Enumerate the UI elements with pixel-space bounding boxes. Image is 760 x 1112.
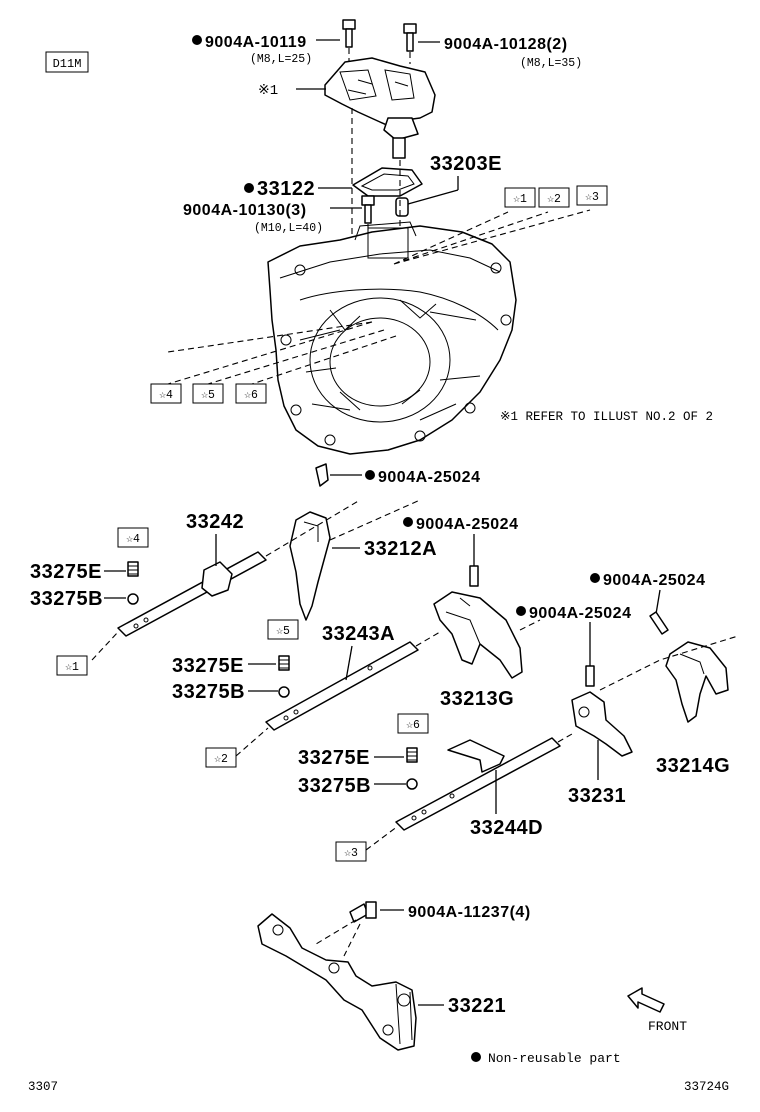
- star-label: ☆5: [201, 389, 215, 402]
- star-label: ☆1: [65, 661, 79, 674]
- star-label: ☆3: [344, 847, 358, 860]
- head-33231-icon: [571, 691, 633, 757]
- part-label-25024-c: 9004A-25024: [603, 572, 705, 589]
- part-label-25024-d: 9004A-25024: [529, 605, 631, 622]
- non-reusable-dot-icon: [471, 1052, 481, 1062]
- star-box-5-shaft: ☆5: [267, 619, 299, 640]
- pin-25024-d-icon: [585, 665, 595, 687]
- star-box-4-shaft: ☆4: [117, 527, 149, 548]
- non-reusable-dot-icon: [192, 35, 202, 45]
- spring-33275e-3-icon: [406, 747, 418, 763]
- fork-33214g-icon: [665, 641, 729, 723]
- part-label-25024-b: 9004A-25024: [416, 516, 518, 533]
- shift-cover-housing: [324, 57, 436, 159]
- part-label-33244d: 33244D: [470, 817, 543, 839]
- non-reusable-dot-icon: [516, 606, 526, 616]
- page-number-right: 33724G: [684, 1080, 729, 1094]
- part-label-33213g: 33213G: [440, 688, 514, 710]
- part-label-33122: 33122: [257, 178, 315, 200]
- star-box-6-shaft: ☆6: [397, 713, 429, 734]
- part-label-33275e-1: 33275E: [30, 561, 102, 583]
- star-label: ☆2: [214, 753, 228, 766]
- star-label: ☆4: [126, 533, 140, 546]
- pin-25024-a-icon: [315, 463, 329, 487]
- ball-33275b-3-icon: [406, 778, 418, 790]
- star-box-3-shaft: ☆3: [335, 841, 367, 862]
- star-box-4-case: ☆4: [150, 383, 182, 404]
- fork-33212a-icon: [289, 511, 331, 621]
- part-label-33203e: 33203E: [430, 153, 502, 175]
- spring-33275e-1-icon: [127, 561, 139, 577]
- front-label: FRONT: [648, 1019, 687, 1034]
- shaft-33243a-icon: [265, 641, 419, 731]
- part-label-33275e-2: 33275E: [172, 655, 244, 677]
- part-label-10128: 9004A-10128(2): [444, 36, 568, 53]
- part-spec-10130: (M10,L=40): [254, 222, 323, 235]
- star-label: ☆4: [159, 389, 173, 402]
- spring-33275e-2-icon: [278, 655, 290, 671]
- bolt-10128-icon: [403, 23, 417, 52]
- non-reusable-dot-icon: [403, 517, 413, 527]
- star-label: ☆3: [585, 191, 599, 204]
- diagram-code-box: D11M: [45, 51, 89, 73]
- star-box-1-top: ☆1: [504, 187, 536, 208]
- bolt-10130-icon: [361, 195, 375, 224]
- refer-note: ※1 REFER TO ILLUST NO.2 OF 2: [500, 410, 713, 424]
- part-label-10130: 9004A-10130(3): [183, 202, 307, 219]
- part-label-25024-a: 9004A-25024: [378, 469, 480, 486]
- part-label-11237: 9004A-11237(4): [408, 904, 531, 921]
- star-label: ☆1: [513, 193, 527, 206]
- non-reusable-dot-icon: [590, 573, 600, 583]
- front-arrow-icon: [627, 987, 665, 1013]
- non-reusable-dot-icon: [244, 183, 254, 193]
- star-label: ☆5: [276, 625, 290, 638]
- star-label: ☆2: [547, 193, 561, 206]
- pin-25024-c-icon: [649, 611, 669, 635]
- part-label-33275b-3: 33275B: [298, 775, 371, 797]
- star-label: ☆6: [406, 719, 420, 732]
- star-box-2-top: ☆2: [538, 187, 570, 208]
- part-spec-10119: (M8,L=25): [250, 53, 312, 66]
- star-box-6-case: ☆6: [235, 383, 267, 404]
- part-label-33243a: 33243A: [322, 623, 395, 645]
- part-label-33242: 33242: [186, 511, 244, 533]
- part-label-33275e-3: 33275E: [298, 747, 370, 769]
- gasket-33122-icon: [352, 167, 423, 197]
- star-box-5-case: ☆5: [192, 383, 224, 404]
- bolt-10119-icon: [342, 19, 356, 48]
- pin-33203e-icon: [395, 197, 409, 217]
- ref-mark: ※1: [258, 83, 278, 99]
- shaft-33244d-icon: [395, 737, 561, 831]
- part-label-33275b-2: 33275B: [172, 681, 245, 703]
- part-label-10119: 9004A-10119: [205, 34, 307, 51]
- part-label-33275b-1: 33275B: [30, 588, 103, 610]
- page-number-left: 3307: [28, 1080, 58, 1094]
- part-spec-10128: (M8,L=35): [520, 57, 582, 70]
- star-box-2-shaft: ☆2: [205, 747, 237, 768]
- plate-33221-icon: [257, 913, 417, 1051]
- non-reusable-dot-icon: [365, 470, 375, 480]
- star-box-3-top: ☆3: [576, 185, 608, 206]
- star-label: ☆6: [244, 389, 258, 402]
- bolt-11237-icon: [349, 901, 377, 923]
- part-label-33231: 33231: [568, 785, 626, 807]
- ball-33275b-1-icon: [127, 593, 139, 605]
- legend-text: Non-reusable part: [488, 1051, 621, 1066]
- part-label-33214g: 33214G: [656, 755, 730, 777]
- ball-33275b-2-icon: [278, 686, 290, 698]
- transmission-case: [267, 221, 517, 455]
- diagram-code: D11M: [53, 57, 82, 71]
- part-label-33212a: 33212A: [364, 538, 437, 560]
- pin-25024-b-icon: [469, 565, 479, 587]
- star-box-1-shaft: ☆1: [56, 655, 88, 676]
- fork-33213g-icon: [433, 591, 523, 679]
- shaft-33242-icon: [117, 551, 267, 637]
- part-label-33221: 33221: [448, 995, 506, 1017]
